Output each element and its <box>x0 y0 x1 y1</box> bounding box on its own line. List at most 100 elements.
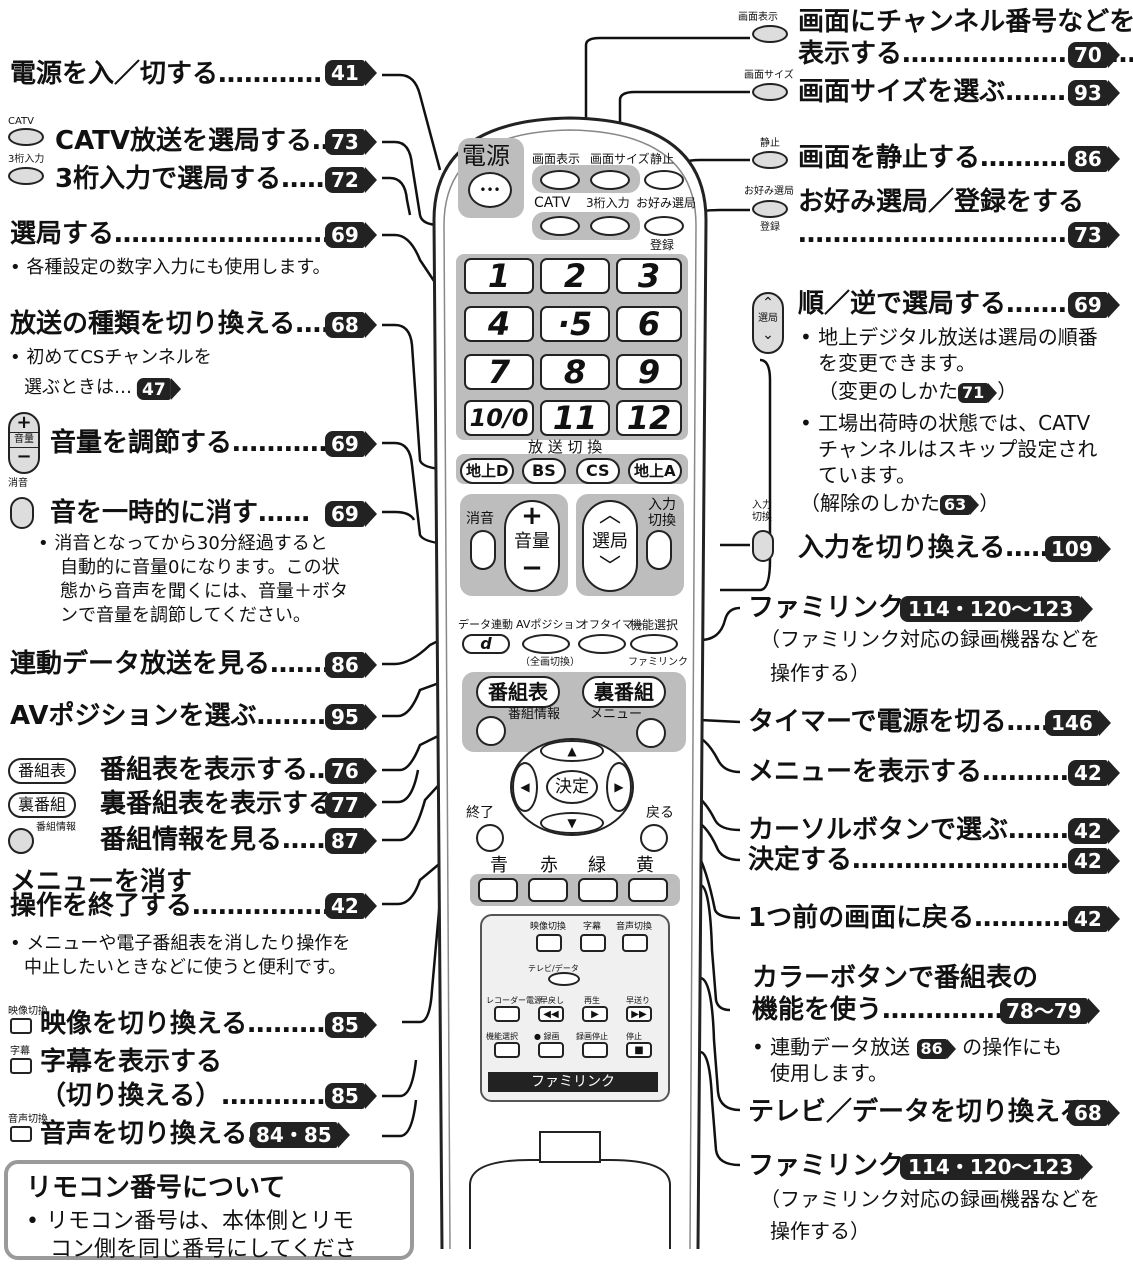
page-ref-info: 87 <box>325 828 377 854</box>
page-ref-data: 86 <box>325 652 377 678</box>
page-ref-power: 41 <box>325 60 377 86</box>
page-ref-fav: 73 <box>1068 222 1120 248</box>
data-label: 連動データ放送を見る……… <box>10 649 349 679</box>
remote-tvd-label: テレビ/データ <box>528 964 579 973</box>
remote-catv-label: CATV <box>534 195 571 211</box>
page-ref-cursor: 42 <box>1068 818 1120 844</box>
size-button[interactable] <box>590 170 630 190</box>
page-ref-tvdata: 68 <box>1068 1100 1120 1126</box>
color-label-1: カラーボタンで番組表の <box>752 963 1039 993</box>
num-12-button[interactable]: 12 <box>616 399 682 437</box>
select-note: • 各種設定の数字入力にも使用します。 <box>10 257 331 278</box>
display-button[interactable] <box>540 170 580 190</box>
cursor-right-button[interactable]: ▶ <box>606 762 632 812</box>
exit-button[interactable] <box>476 824 504 852</box>
green-button[interactable] <box>578 878 618 902</box>
menu-label: メニューを表示する………… <box>748 757 1087 787</box>
num-10-button[interactable]: 10/0 <box>464 400 534 436</box>
rewind-button[interactable]: ◀◀ <box>538 1006 564 1022</box>
bs-button[interactable]: BS <box>522 458 566 484</box>
av-label: AVポジションを選ぶ……… <box>10 701 335 731</box>
terrestrial-d-button[interactable]: 地上D <box>460 458 515 484</box>
page-ref-ura: 77 <box>325 792 377 818</box>
exit-label-2: 操作を終了する……………… <box>10 891 349 921</box>
still-button[interactable] <box>644 170 684 190</box>
recorder-power-button[interactable] <box>494 1006 520 1022</box>
page-ref-av: 95 <box>325 704 377 730</box>
channel-rocker[interactable]: ︿ 選局 ﹀ <box>582 500 638 592</box>
page-ref-still: 86 <box>1068 146 1120 172</box>
ura-button[interactable]: 裏番組 <box>582 676 666 708</box>
remote-number-line-2: コン側を同じ番号にしてくださ <box>50 1237 357 1262</box>
digit3-button[interactable] <box>590 216 630 236</box>
fast-forward-button[interactable]: ▶▶ <box>626 1006 652 1022</box>
ok-button[interactable]: 決定 <box>546 770 598 804</box>
remote-rew-label: 早戻し <box>540 996 564 1005</box>
info-button[interactable] <box>476 716 506 746</box>
fav-label-1: お好み選局／登録をする <box>798 187 1085 217</box>
terrestrial-a-button[interactable]: 地上A <box>628 458 682 484</box>
num-9-button[interactable]: 9 <box>616 353 682 391</box>
volume-rocker[interactable]: + 音量 − <box>504 500 560 592</box>
num-3-button[interactable]: 3 <box>616 257 682 295</box>
remote-red-label: 赤 <box>540 855 558 876</box>
remote-in2-label: 切換 <box>648 513 676 529</box>
page-ref-timer: 146 <box>1045 710 1111 736</box>
num-8-button[interactable]: 8 <box>540 353 610 391</box>
fav-button[interactable] <box>644 216 684 236</box>
tv-data-button[interactable] <box>548 972 580 986</box>
cs-button[interactable]: CS <box>576 458 620 484</box>
guide-button[interactable]: 番組表 <box>476 676 560 708</box>
page-ref-mute: 69 <box>325 501 377 527</box>
num-6-button[interactable]: 6 <box>616 305 682 343</box>
cursor-label: カーソルボタンで選ぶ……… <box>748 815 1087 845</box>
power-button[interactable]: ••• <box>468 172 512 208</box>
stop-button[interactable]: ■ <box>626 1042 652 1058</box>
broadcast-note-1: • 初めてCSチャンネルを <box>10 347 212 368</box>
broadcast-note-2: 選ぶときは… <box>24 377 132 398</box>
off-timer-button[interactable] <box>578 634 626 654</box>
yellow-button[interactable] <box>628 878 668 902</box>
back-button[interactable] <box>640 824 668 852</box>
data-button[interactable]: d <box>462 634 510 654</box>
blue-button[interactable] <box>478 878 518 902</box>
remote-number-line-1: • リモコン番号は、本体側とリモ <box>26 1209 354 1234</box>
record-button[interactable] <box>538 1042 564 1058</box>
mute-button[interactable] <box>470 530 496 570</box>
catv-icon-label: CATV <box>8 116 34 127</box>
updown-note-1: • 地上デジタル放送は選局の順番 <box>800 325 1098 349</box>
num-4-button[interactable]: 4 <box>464 305 534 343</box>
page-ref-video: 85 <box>325 1012 377 1038</box>
cursor-down-button[interactable]: ▼ <box>540 812 604 834</box>
num-5-button[interactable]: ·5 <box>540 305 610 343</box>
video-switch-button[interactable] <box>536 934 562 952</box>
catv-button-icon <box>8 128 44 146</box>
record-stop-button[interactable] <box>582 1042 608 1058</box>
remote-blue-label: 青 <box>490 855 508 876</box>
catv-button[interactable] <box>540 216 580 236</box>
subtitle-button[interactable] <box>580 934 606 952</box>
mute-icon <box>10 497 34 529</box>
audio-switch-button[interactable] <box>622 934 648 952</box>
page-ref-broadcast: 68 <box>325 312 377 338</box>
mute-note-4: ンで音量を調節してください。 <box>60 605 311 626</box>
size-icon-label: 画面サイズ <box>744 70 794 81</box>
av-position-button[interactable] <box>522 634 570 654</box>
input-switch-button[interactable] <box>646 530 672 570</box>
num-7-button[interactable]: 7 <box>464 353 534 391</box>
fav-icon-label: お好み選局 <box>744 186 794 197</box>
num-1-button[interactable]: 1 <box>464 257 534 295</box>
menu-button[interactable] <box>636 718 666 748</box>
play-button[interactable]: ▶ <box>582 1006 608 1022</box>
ura-icon: 裏番組 <box>8 792 77 818</box>
remote-size-label: 画面サイズ <box>590 152 650 166</box>
famlink1-note-1: （ファミリンク対応の録画機器などを <box>760 627 1100 651</box>
cursor-left-button[interactable]: ◀ <box>512 762 538 812</box>
num-11-button[interactable]: 11 <box>540 399 610 437</box>
function-select-button[interactable] <box>630 634 678 654</box>
cursor-up-button[interactable]: ▲ <box>540 740 604 762</box>
page-ref-audio: 84・85 <box>250 1122 350 1148</box>
red-button[interactable] <box>528 878 568 902</box>
function-select-lower-button[interactable] <box>494 1042 520 1058</box>
num-2-button[interactable]: 2 <box>540 257 610 295</box>
